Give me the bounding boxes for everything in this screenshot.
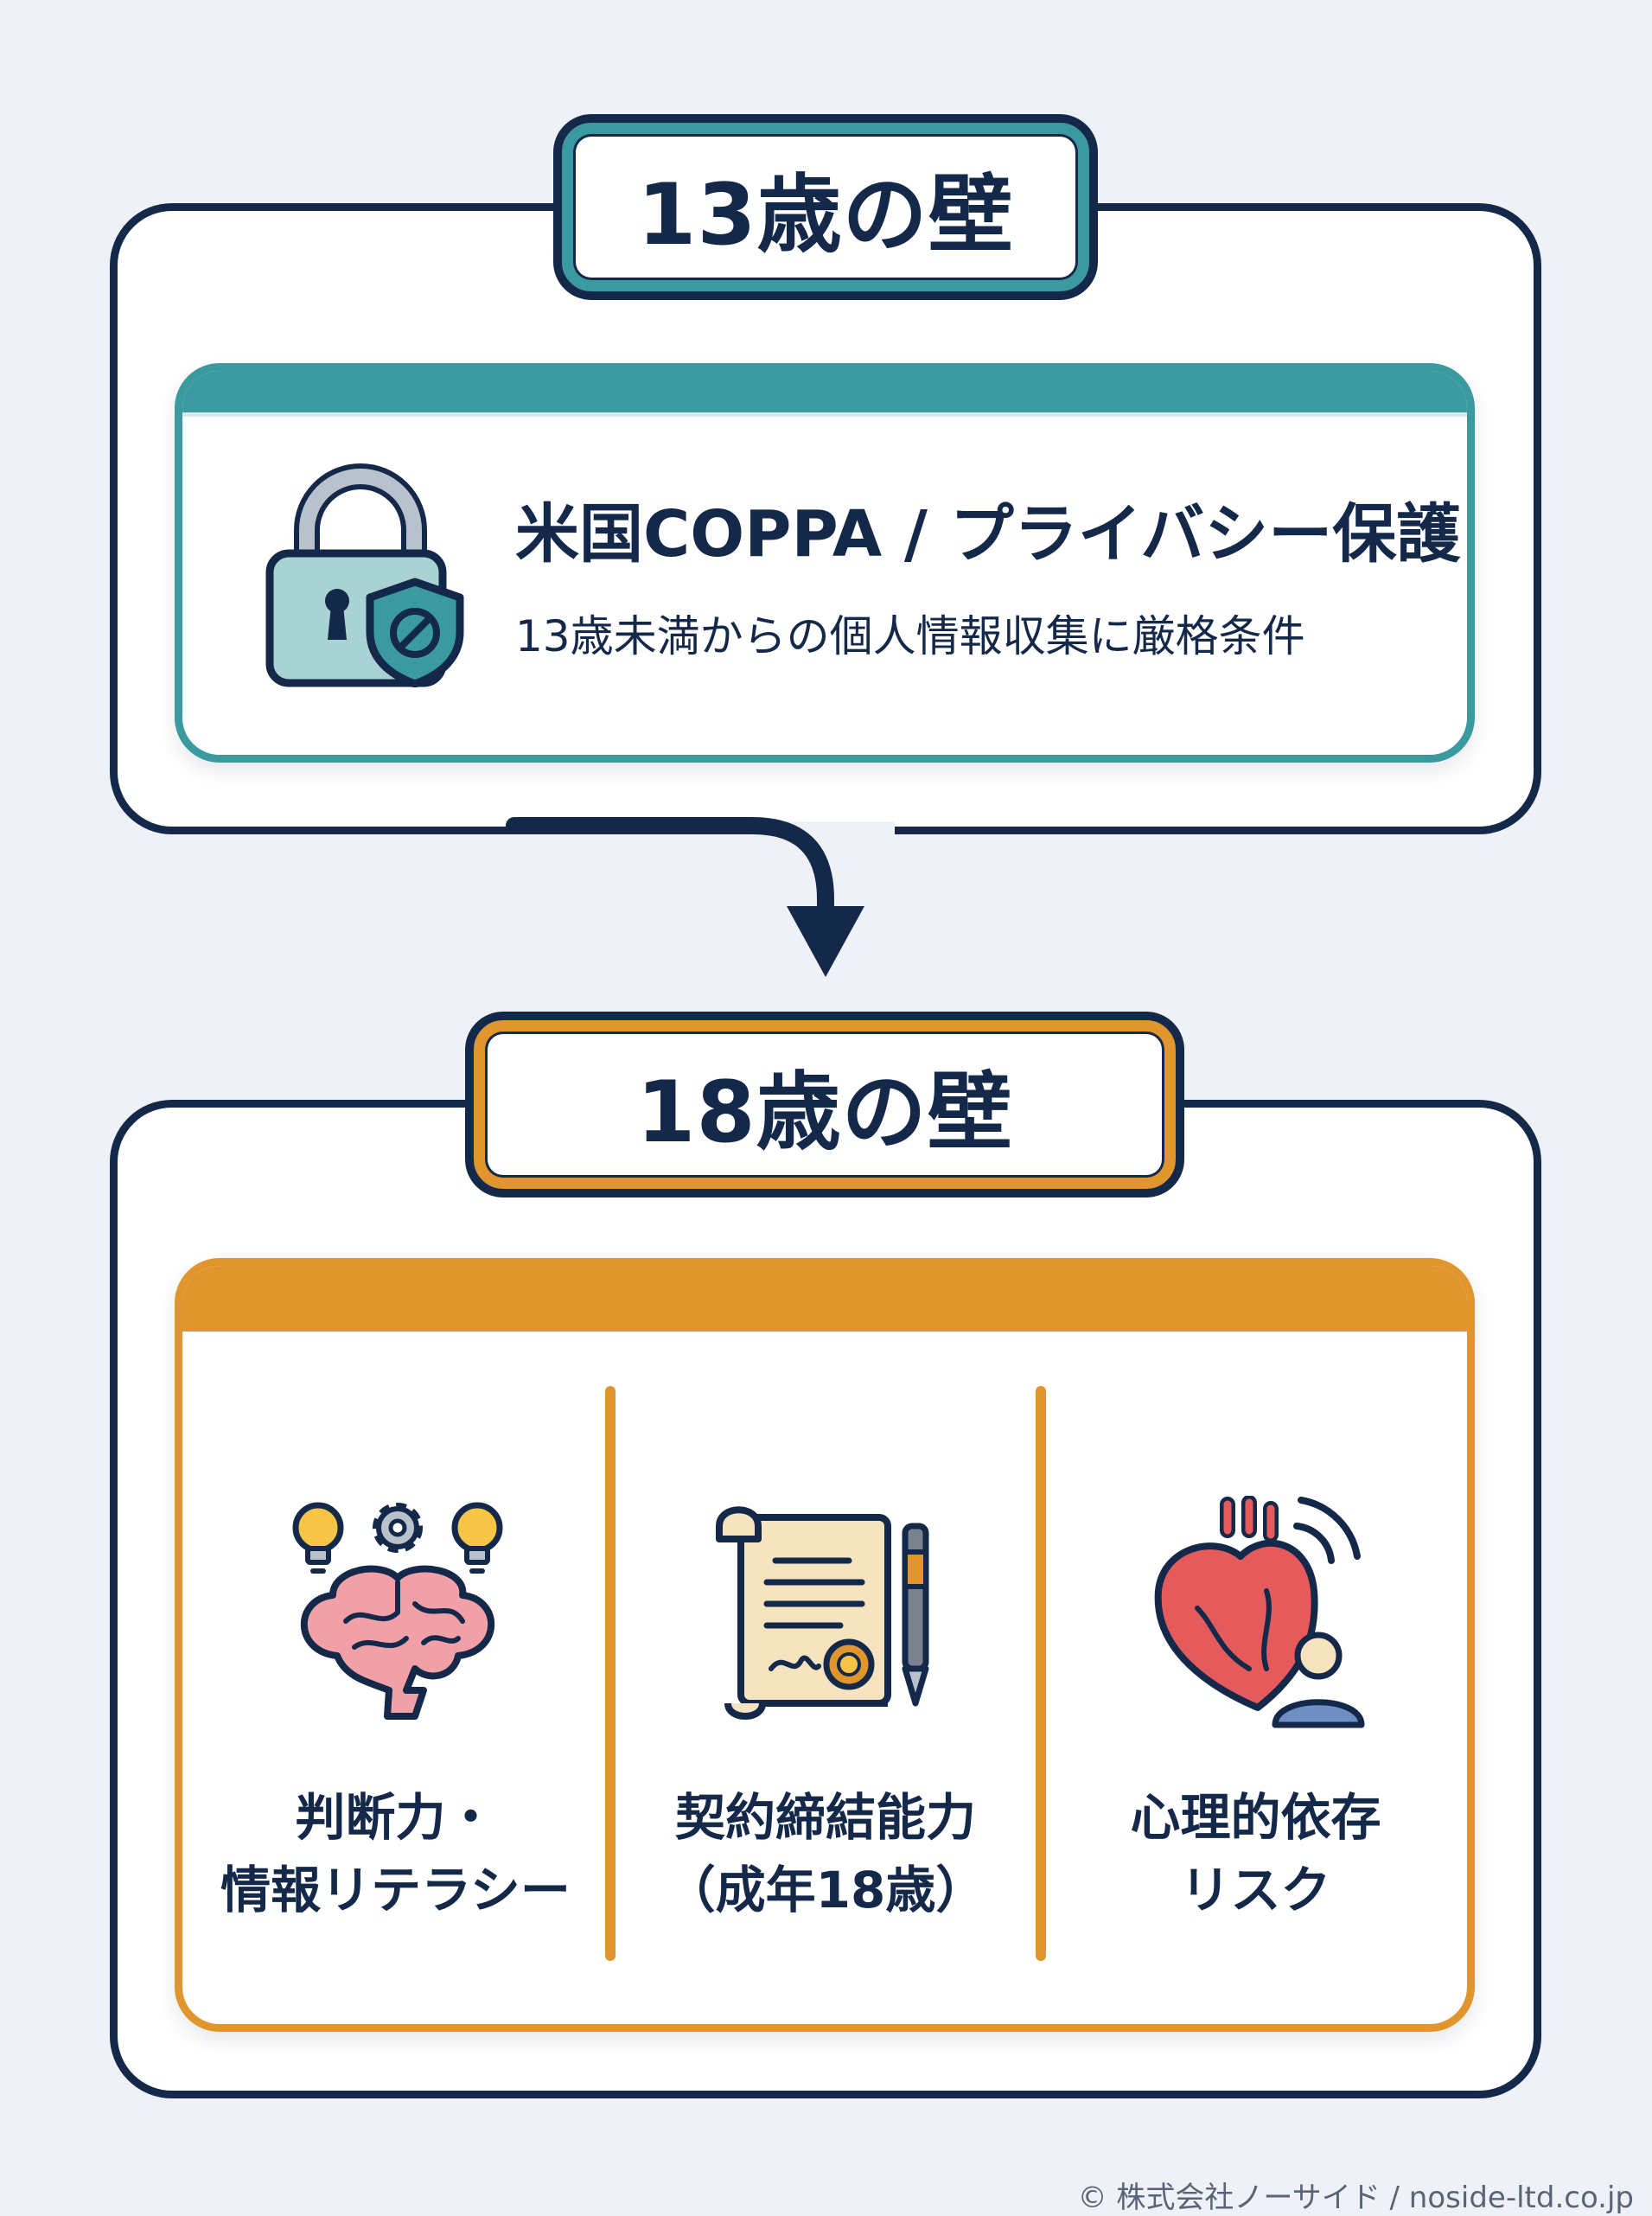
coppa-card-header-line (182, 412, 1467, 417)
coppa-title: 米国COPPA / プライバシー保護 (515, 497, 1461, 572)
column-divider-2 (1036, 1386, 1046, 1961)
coppa-card-header-bar (182, 371, 1467, 412)
column-label-judgment-line1: 判断力・ (295, 1788, 496, 1847)
column-label-judgment: 判断力・ 情報リテラシー (186, 1781, 605, 1926)
column-label-dependency-line1: 心理的依存 (1130, 1788, 1381, 1847)
age18-card-header-bar (182, 1266, 1467, 1332)
column-label-judgment-line2: 情報リテラシー (220, 1861, 571, 1919)
brain-lightbulb-gear-icon (292, 1502, 503, 1720)
badge-18-label: 18歳の壁 (636, 1063, 1013, 1162)
heart-person-signal-icon (1154, 1496, 1365, 1728)
padlock-shield-icon (265, 463, 464, 687)
column-label-contract-line1: 契約締結能力 (674, 1788, 976, 1847)
coppa-subtitle: 13歳未満からの個人情報収集に厳格条件 (515, 611, 1305, 661)
copyright-text: © 株式会社ノーサイド / noside-ltd.co.jp (1077, 2181, 1634, 2215)
coppa-card (175, 363, 1475, 763)
column-divider-1 (605, 1386, 616, 1961)
column-label-dependency: 心理的依存 リスク (1046, 1781, 1465, 1926)
column-label-contract-line2: （成年18歳） (665, 1861, 986, 1919)
badge-13: 13歳の壁 (553, 114, 1098, 300)
column-label-dependency-line2: リスク (1180, 1861, 1331, 1919)
badge-13-label: 13歳の壁 (637, 165, 1014, 265)
down-arrow-connector (506, 817, 864, 977)
badge-18: 18歳の壁 (465, 1012, 1184, 1197)
contract-scroll-pen-icon (716, 1506, 929, 1720)
column-label-contract: 契約締結能力 （成年18歳） (616, 1781, 1036, 1926)
